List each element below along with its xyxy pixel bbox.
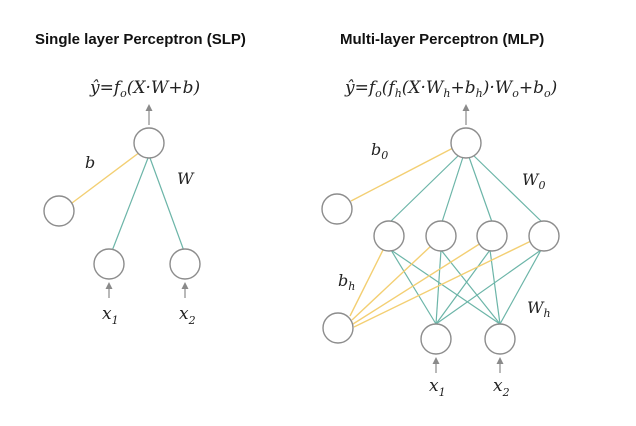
slp-output-node: [133, 127, 165, 159]
mlp-output-bias-edge: [350, 147, 454, 202]
mlp-hidden-bias-edge: [351, 244, 433, 321]
slp-title: Single layer Perceptron (SLP): [35, 31, 246, 48]
slp-input-arrowhead: [181, 282, 189, 289]
mlp-hidden-weight-edge: [435, 249, 442, 325]
slp-output-arrowhead: [145, 104, 153, 111]
mlp-input-label-x1: x1: [429, 376, 446, 399]
slp-bias-node: [43, 195, 75, 227]
mlp-hidden-weight-edge: [499, 249, 542, 325]
slp-bias-edge: [71, 151, 141, 204]
mlp-hidden-bias-edge: [353, 240, 532, 328]
mlp-output-weight-label: W0: [522, 170, 545, 192]
mlp-hidden-weight-edge: [489, 249, 501, 325]
mlp-input-node: [420, 323, 452, 355]
mlp-input-label-x2: x2: [493, 376, 510, 399]
mlp-output-bias-label: b0: [371, 140, 388, 162]
slp-formula: ŷ=fo(X·W+b): [89, 78, 200, 100]
mlp-hidden-weight-label: Wh: [527, 298, 551, 320]
slp-weight-edge: [149, 157, 185, 252]
mlp-hidden-bias-edge: [352, 242, 482, 325]
mlp-hidden-bias-label: bh: [338, 271, 355, 293]
mlp-hidden-node: [373, 220, 405, 252]
mlp-hidden-bias-edge: [349, 247, 385, 317]
mlp-hidden-node: [476, 220, 508, 252]
mlp-hidden-weight-edge: [435, 249, 491, 325]
mlp-input-arrowhead: [432, 357, 440, 364]
mlp-hidden-weight-edge: [390, 249, 501, 325]
mlp-hidden-node: [425, 220, 457, 252]
mlp-hidden-weight-edge: [390, 249, 437, 325]
slp-input-label-x1: x1: [102, 304, 119, 327]
mlp-output-node: [450, 127, 482, 159]
mlp-output-arrowhead: [462, 104, 470, 111]
mlp-diagram: ŷ=fo(fh(X·Wh+bh)·Wo+bo): [321, 78, 560, 399]
mlp-output-weight-edge: [471, 153, 544, 224]
mlp-output-bias-node: [321, 193, 353, 225]
slp-weight-label: W: [177, 169, 195, 188]
mlp-input-arrowhead: [496, 357, 504, 364]
mlp-formula: ŷ=fo(fh(X·Wh+bh)·Wo+bo): [344, 78, 557, 100]
mlp-title: Multi-layer Perceptron (MLP): [340, 31, 545, 48]
slp-input-node: [169, 248, 201, 280]
slp-bias-label: b: [85, 153, 95, 172]
mlp-output-weight-edge: [468, 156, 493, 223]
slp-weight-edge: [111, 157, 149, 252]
slp-input-label-x2: x2: [179, 304, 196, 327]
mlp-output-weight-edge: [388, 153, 461, 224]
slp-input-node: [93, 248, 125, 280]
mlp-hidden-node: [528, 220, 560, 252]
slp-input-arrowhead: [105, 282, 113, 289]
slp-diagram: ŷ=fo(X·W+b) b W x1 x2: [43, 78, 201, 327]
mlp-input-node: [484, 323, 516, 355]
mlp-output-weight-edge: [441, 156, 464, 223]
mlp-hidden-bias-node: [322, 312, 354, 344]
mlp-hidden-weight-edge: [435, 249, 542, 325]
